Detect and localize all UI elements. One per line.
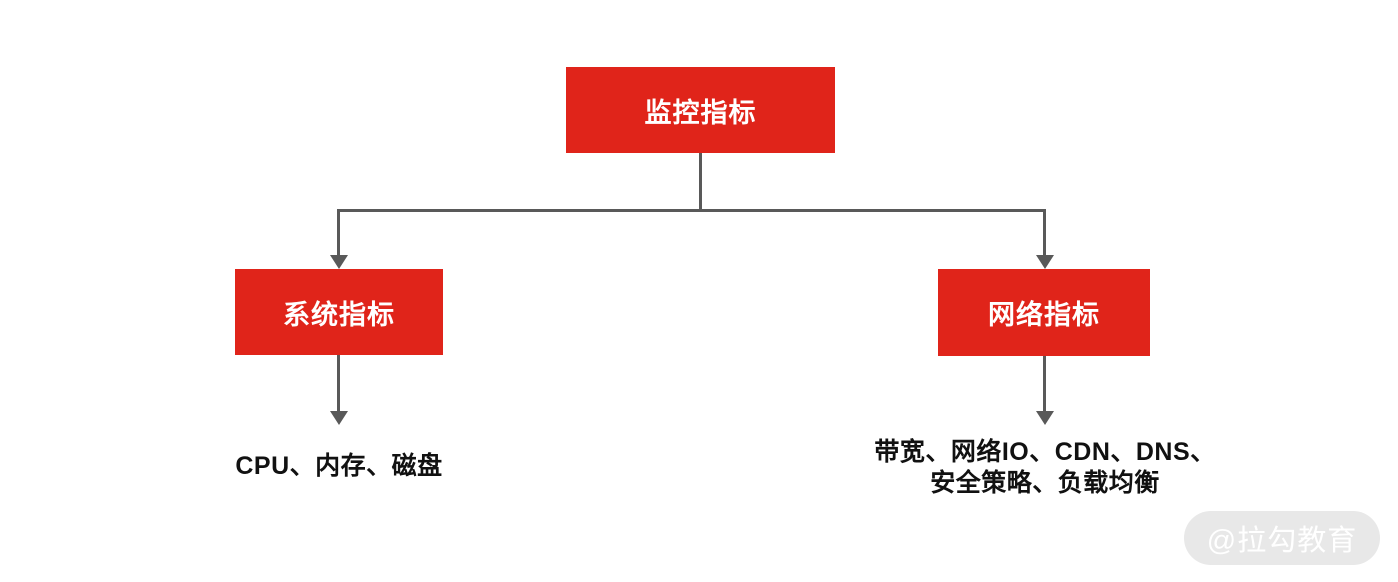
arrowhead-left-bottom-icon [330,411,348,425]
node-system-metrics: 系统指标 [235,269,443,355]
connector-right-to-detail [1043,356,1046,412]
watermark-badge: @拉勾教育 [1184,511,1380,565]
connector-horizontal-bar [337,209,1046,212]
node-network-metrics: 网络指标 [938,269,1150,356]
connector-drop-right [1043,209,1046,255]
node-network-metrics-label: 网络指标 [988,300,1100,330]
arrowhead-right-top-icon [1036,255,1054,269]
arrowhead-left-top-icon [330,255,348,269]
watermark-label: @拉勾教育 [1206,525,1358,557]
connector-drop-left [337,209,340,255]
connector-left-to-detail [337,355,340,412]
system-metrics-detail-line: CPU、内存、磁盘 [235,452,443,480]
system-metrics-detail: CPU、内存、磁盘 [164,451,514,482]
node-monitoring-metrics-label: 监控指标 [644,97,757,128]
network-metrics-detail-line-1: 带宽、网络IO、CDN、DNS、 [874,438,1216,466]
node-system-metrics-label: 系统指标 [283,299,395,330]
connector-root-stem [699,153,702,211]
node-monitoring-metrics: 监控指标 [566,67,835,153]
arrowhead-right-bottom-icon [1036,411,1054,425]
network-metrics-detail-line-2: 安全策略、负载均衡 [930,469,1160,497]
network-metrics-detail: 带宽、网络IO、CDN、DNS、 安全策略、负载均衡 [860,437,1230,499]
